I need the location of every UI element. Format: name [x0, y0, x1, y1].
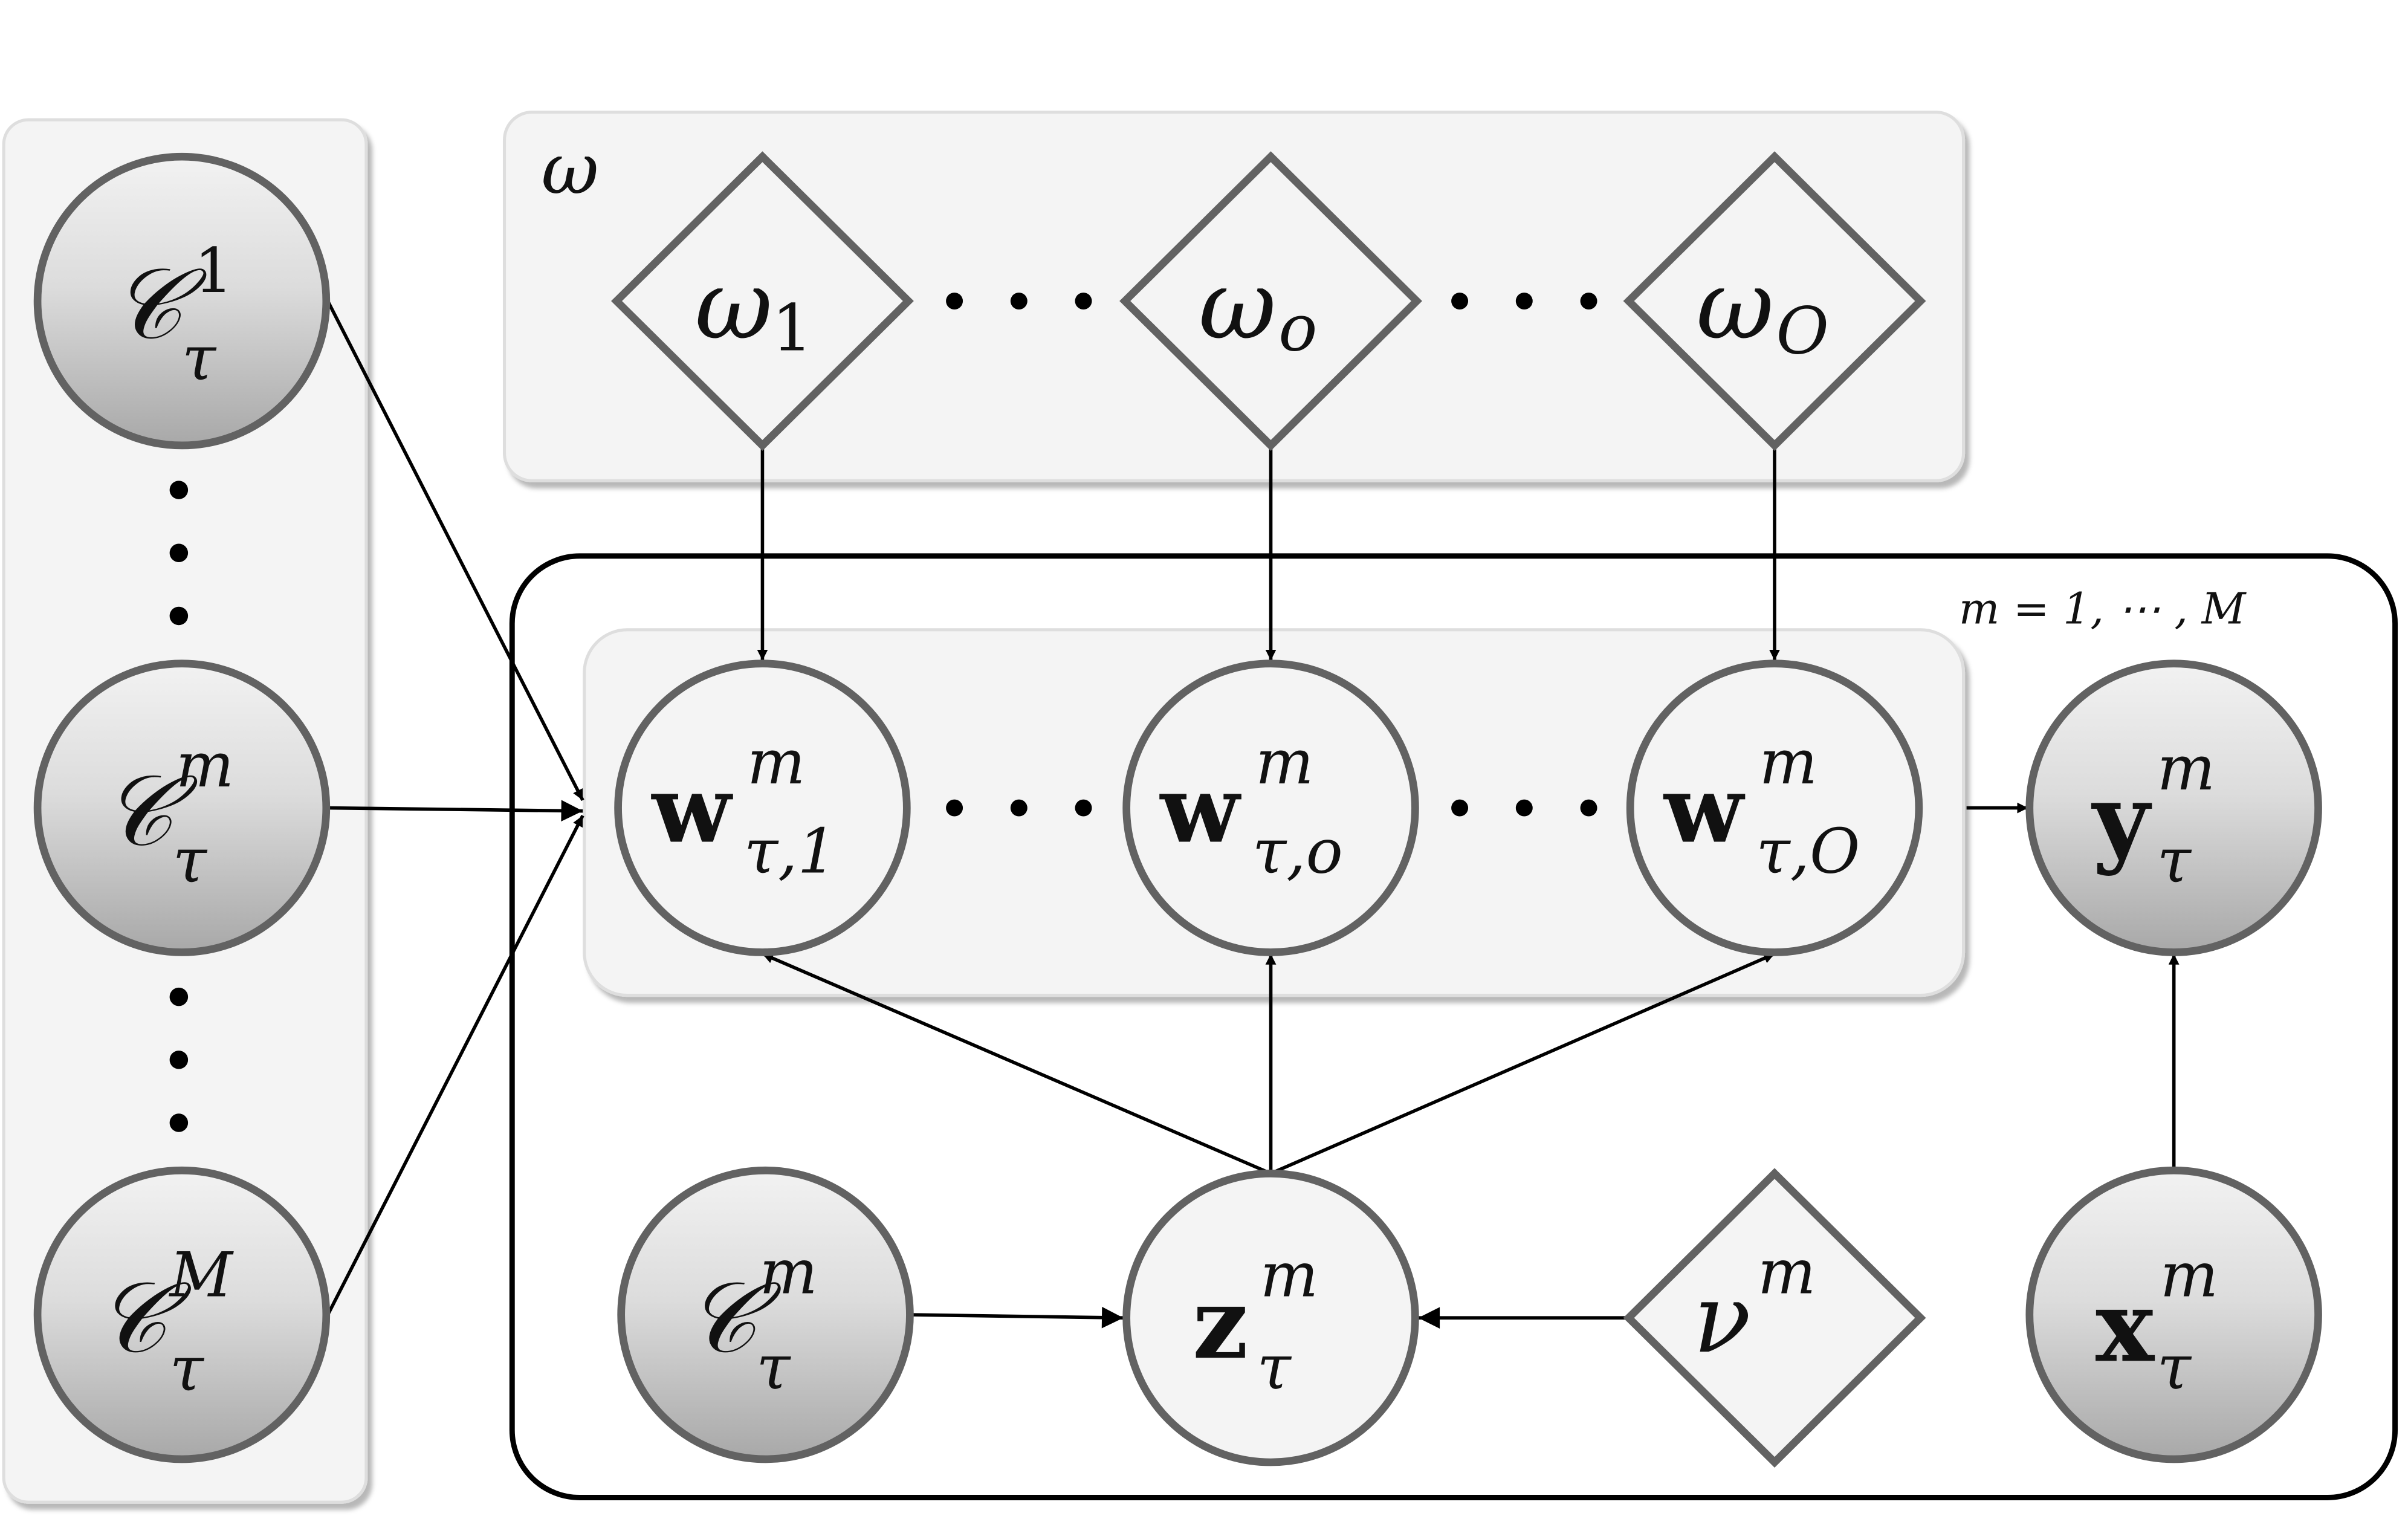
svg-text:τ,O: τ,O [1756, 815, 1860, 887]
node-omegaO: ω O [1623, 151, 1926, 451]
svg-text:τ: τ [182, 323, 217, 394]
node-c1: 𝒞 1 τ [33, 152, 331, 450]
node-omegao-main: ω [1199, 250, 1276, 361]
omega-plate-label: ω [542, 128, 599, 210]
node-z: z m τ [1122, 1169, 1419, 1466]
svg-text:m: m [2157, 733, 2215, 804]
node-cM-sup: M [169, 1240, 235, 1311]
svg-text:M: M [169, 1240, 235, 1311]
node-omega1-sub: 1 [772, 291, 813, 366]
svg-text:τ: τ [2157, 1332, 2192, 1403]
edge-cm-to-w-plate [328, 800, 583, 822]
node-omega1-main: ω [695, 250, 772, 361]
node-y-sup: m [2157, 733, 2215, 804]
edge-cM-to-w-plate [326, 815, 584, 1316]
svg-text:w: w [1663, 755, 1746, 863]
svg-text:y: y [2091, 762, 2152, 878]
node-c-inner: 𝒞 m τ [617, 1166, 914, 1463]
node-c-inner-sub: τ [756, 1332, 791, 1403]
node-nu: ν m [1623, 1168, 1926, 1468]
ellipsis-dots [169, 293, 1597, 1132]
svg-text:τ: τ [173, 825, 208, 896]
vertical-ellipsis-upper [169, 481, 189, 626]
node-x: x m τ [2025, 1166, 2322, 1463]
svg-text:ω: ω [1696, 250, 1773, 361]
node-cm: 𝒞 m τ [33, 659, 331, 956]
svg-text:τ: τ [170, 1333, 205, 1405]
svg-text:m: m [1255, 727, 1313, 798]
node-omega1: ω 1 [611, 151, 914, 451]
node-omegaO-main: ω [1696, 250, 1773, 361]
node-z-sup: m [1260, 1240, 1318, 1311]
svg-text:τ,o: τ,o [1252, 815, 1343, 887]
node-nu-main: ν [1693, 1264, 1751, 1375]
node-cm-sup: m [176, 730, 234, 801]
m-plate-range-label: m = 1, ⋯ , M [1959, 584, 2247, 634]
svg-text:m: m [759, 1237, 817, 1308]
svg-text:w: w [1159, 755, 1242, 863]
node-wO-sup: m [1759, 727, 1817, 798]
horizontal-ellipsis-omega-1 [946, 293, 1092, 310]
edge-c1-to-w-plate [326, 300, 584, 802]
svg-text:τ: τ [1257, 1332, 1292, 1403]
svg-text:m: m [1260, 1240, 1318, 1311]
node-wo-sup: m [1255, 727, 1313, 798]
node-omegao: ω o [1119, 151, 1422, 451]
node-wo-main: w [1159, 755, 1242, 863]
node-cM-sub: τ [170, 1333, 205, 1405]
svg-text:1: 1 [194, 235, 233, 306]
edge-z-to-w1 [762, 952, 1272, 1175]
svg-text:m: m [2160, 1240, 2218, 1311]
svg-text:τ: τ [756, 1332, 791, 1403]
node-wo: w m τ,o [1122, 659, 1419, 956]
node-x-sub: τ [2157, 1332, 2192, 1403]
node-z-sub: τ [1257, 1332, 1292, 1403]
svg-text:w: w [650, 755, 733, 863]
node-cm-sub: τ [173, 825, 208, 896]
node-w1: w m τ,1 [614, 659, 911, 956]
svg-text:m: m [1759, 727, 1817, 798]
svg-text:m: m [176, 730, 234, 801]
node-w1-main: w [650, 755, 733, 863]
node-wO-sub: τ,O [1756, 815, 1860, 887]
svg-text:τ: τ [2157, 825, 2192, 896]
svg-text:1: 1 [772, 291, 813, 366]
edges [326, 300, 2180, 1329]
node-c1-sub: τ [182, 323, 217, 394]
svg-text:o: o [1278, 291, 1317, 366]
node-c1-sup: 1 [194, 235, 233, 306]
svg-text:ω: ω [695, 250, 772, 361]
svg-text:m: m [1758, 1237, 1816, 1308]
node-cM: 𝒞 M τ [33, 1166, 331, 1463]
node-wo-sub: τ,o [1252, 815, 1343, 887]
node-y-main: y [2091, 762, 2152, 878]
node-y-sub: τ [2157, 825, 2192, 896]
svg-text:z: z [1193, 1266, 1248, 1381]
svg-text:τ,1: τ,1 [744, 815, 837, 887]
node-y: y m τ [2025, 659, 2322, 956]
node-x-main: x [2096, 1269, 2155, 1384]
horizontal-ellipsis-w-2 [1451, 799, 1597, 817]
node-wO-main: w [1663, 755, 1746, 863]
node-w1-sup: m [747, 727, 805, 798]
node-wO: w m τ,O [1626, 659, 1923, 956]
svg-text:x: x [2096, 1269, 2155, 1384]
node-nu-sup: m [1758, 1237, 1816, 1308]
node-w1-sub: τ,1 [744, 815, 837, 887]
horizontal-ellipsis-w-1 [946, 799, 1092, 817]
node-x-sup: m [2160, 1240, 2218, 1311]
node-z-main: z [1193, 1266, 1248, 1381]
svg-text:ω: ω [1199, 250, 1276, 361]
horizontal-ellipsis-omega-2 [1451, 293, 1597, 310]
node-c-inner-sup: m [759, 1237, 817, 1308]
edge-c-inner-to-z [913, 1306, 1124, 1329]
svg-text:ν: ν [1693, 1264, 1751, 1375]
svg-text:m: m [747, 727, 805, 798]
svg-text:O: O [1776, 294, 1830, 369]
edge-z-to-wO [1270, 952, 1776, 1175]
node-omegao-sub: o [1278, 291, 1317, 366]
node-omegaO-sub: O [1776, 294, 1830, 369]
vertical-ellipsis-lower [169, 987, 189, 1132]
